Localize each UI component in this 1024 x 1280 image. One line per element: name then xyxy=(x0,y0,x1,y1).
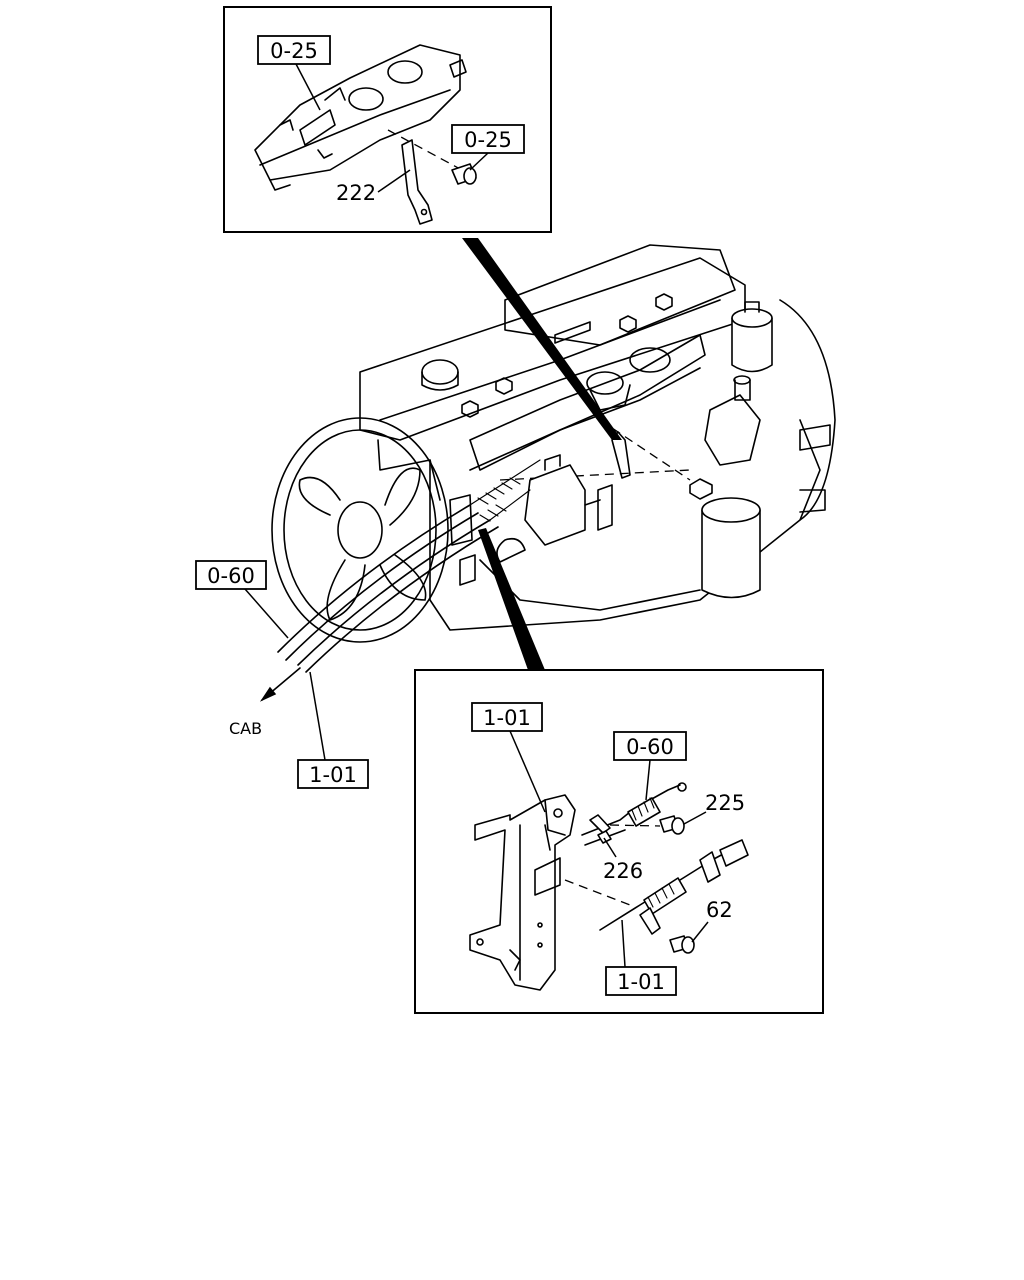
label-1-01-detail-bottom: 1-01 xyxy=(605,966,677,996)
throttle-cables xyxy=(259,459,541,702)
svg-text:0-25: 0-25 xyxy=(270,39,318,63)
label-cab: CAB xyxy=(229,719,262,738)
svg-text:1-01: 1-01 xyxy=(483,706,531,730)
cable-end-upper xyxy=(581,782,687,846)
label-0-25-top-left: 0-25 xyxy=(257,35,331,65)
label-62: 62 xyxy=(706,898,733,922)
label-225: 225 xyxy=(705,791,745,815)
label-1-01-main: 1-01 xyxy=(297,759,369,789)
label-0-60-detail: 0-60 xyxy=(613,731,687,761)
pointer-to-top-detail xyxy=(462,238,622,440)
intake-manifold-detail xyxy=(254,44,467,191)
svg-text:0-60: 0-60 xyxy=(626,735,674,759)
cable-end-lower xyxy=(564,839,749,954)
cable-bracket-detail xyxy=(469,794,576,991)
label-226: 226 xyxy=(603,859,643,883)
svg-text:0-25: 0-25 xyxy=(464,128,512,152)
engine-assembly xyxy=(359,244,836,631)
label-0-25-top-right: 0-25 xyxy=(451,124,525,154)
svg-text:1-01: 1-01 xyxy=(309,763,357,787)
svg-text:1-01: 1-01 xyxy=(617,970,665,994)
label-1-01-detail-top: 1-01 xyxy=(471,702,543,732)
pointer-to-bottom-detail xyxy=(478,528,545,670)
svg-text:0-60: 0-60 xyxy=(207,564,255,588)
label-0-60-main: 0-60 xyxy=(195,560,267,590)
label-222: 222 xyxy=(336,181,376,205)
bracket-222 xyxy=(387,129,463,225)
top-detail-frame xyxy=(223,6,552,233)
cooling-fan xyxy=(271,417,449,643)
